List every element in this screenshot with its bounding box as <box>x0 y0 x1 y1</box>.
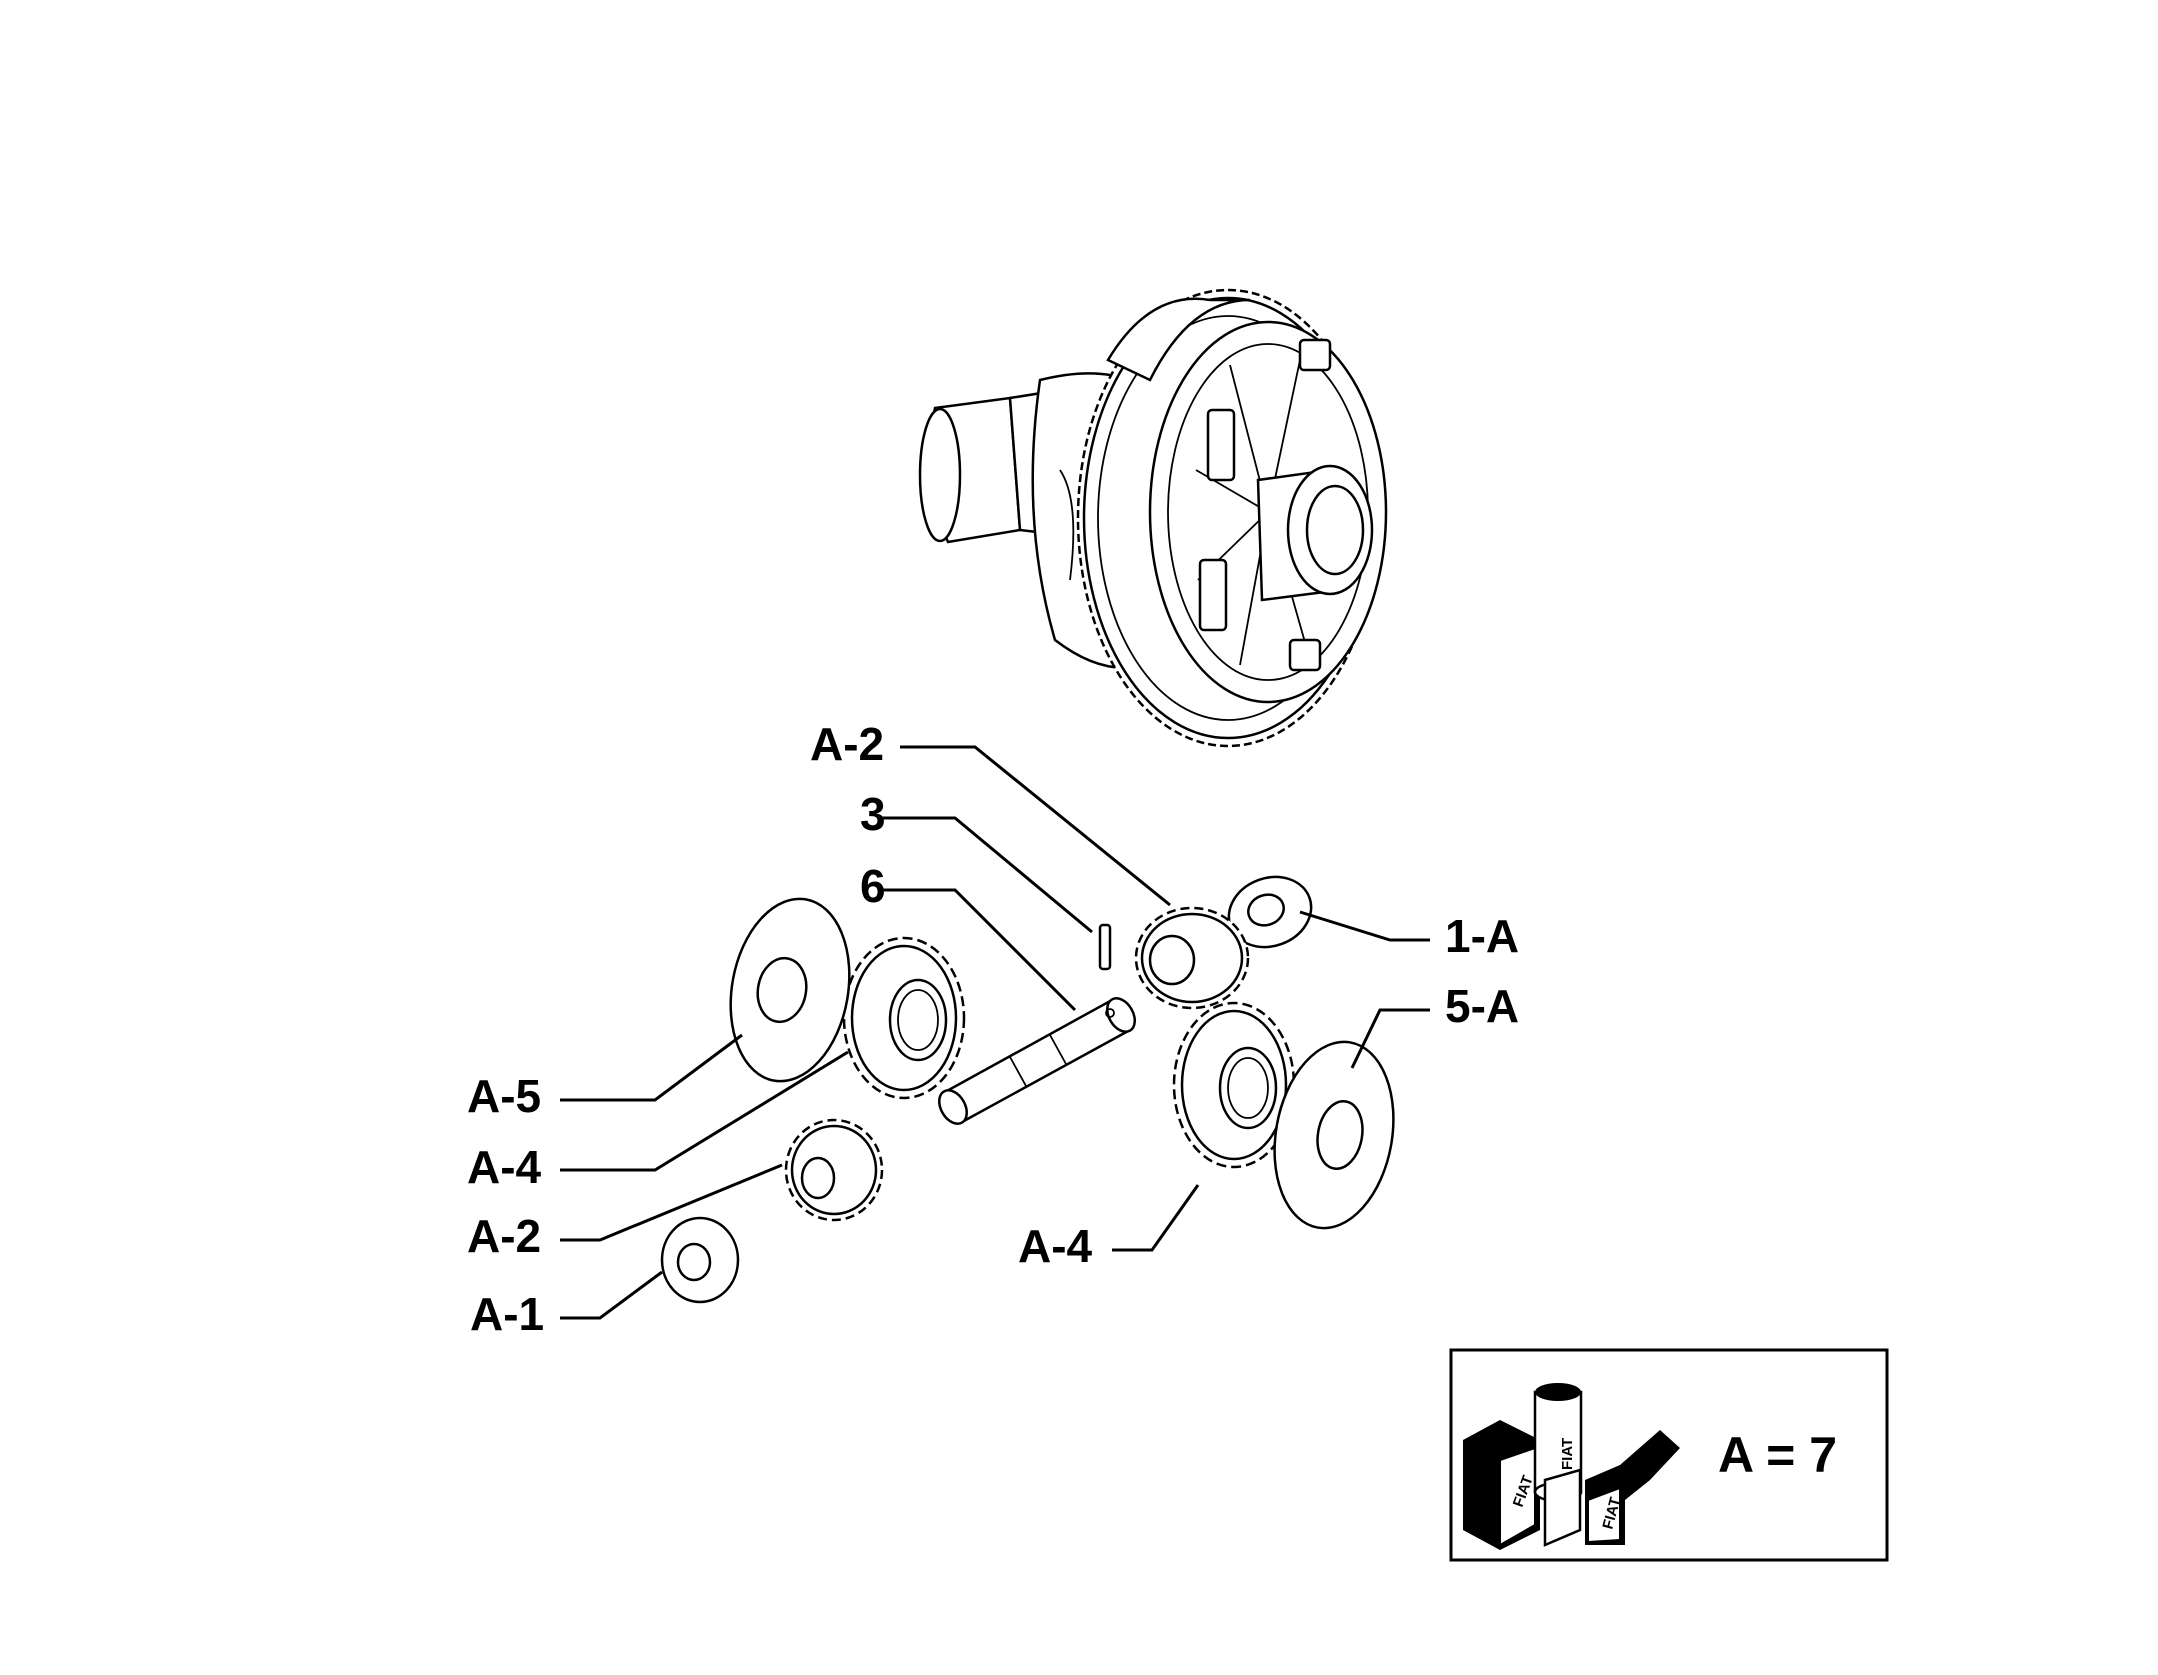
callout-labels: A-2 3 6 1-A 5-A A-5 A-4 A-2 A-1 A-4 <box>467 718 1519 1340</box>
callout-5a: 5-A <box>1445 980 1519 1032</box>
callout-3: 3 <box>860 788 886 840</box>
thrust-washer-1A <box>1227 875 1313 949</box>
brand-text-2: FIAT <box>1559 1438 1576 1470</box>
thrust-washer-5A <box>1273 1040 1395 1230</box>
parts-kit-boxes-icon: FIAT FIAT FIAT <box>1463 1383 1680 1550</box>
kit-legend-box: FIAT FIAT FIAT A = 7 <box>1449 1348 1889 1562</box>
planet-gear-lower <box>784 1118 884 1222</box>
callout-a5: A-5 <box>467 1070 541 1122</box>
side-gear-left <box>842 936 966 1100</box>
callout-top-a2: A-2 <box>810 718 884 770</box>
planet-gear-upper <box>1134 906 1250 1010</box>
lock-pin <box>1098 923 1112 971</box>
thrust-washer-A5 <box>729 897 851 1083</box>
pinion-shaft <box>938 997 1136 1125</box>
callout-right-a4: A-4 <box>1018 1220 1093 1272</box>
callout-left-a2: A-2 <box>467 1210 541 1262</box>
leader-lines <box>560 745 1430 1320</box>
callout-6: 6 <box>860 860 886 912</box>
callout-left-a4: A-4 <box>467 1141 542 1193</box>
side-gear-right <box>1172 1001 1296 1169</box>
callout-a1: A-1 <box>470 1288 544 1340</box>
differential-housing-drawing <box>918 288 1388 748</box>
callout-1a: 1-A <box>1445 910 1519 962</box>
thrust-washer-A1 <box>660 1216 740 1304</box>
kit-equation: A = 7 <box>1718 1427 1837 1483</box>
